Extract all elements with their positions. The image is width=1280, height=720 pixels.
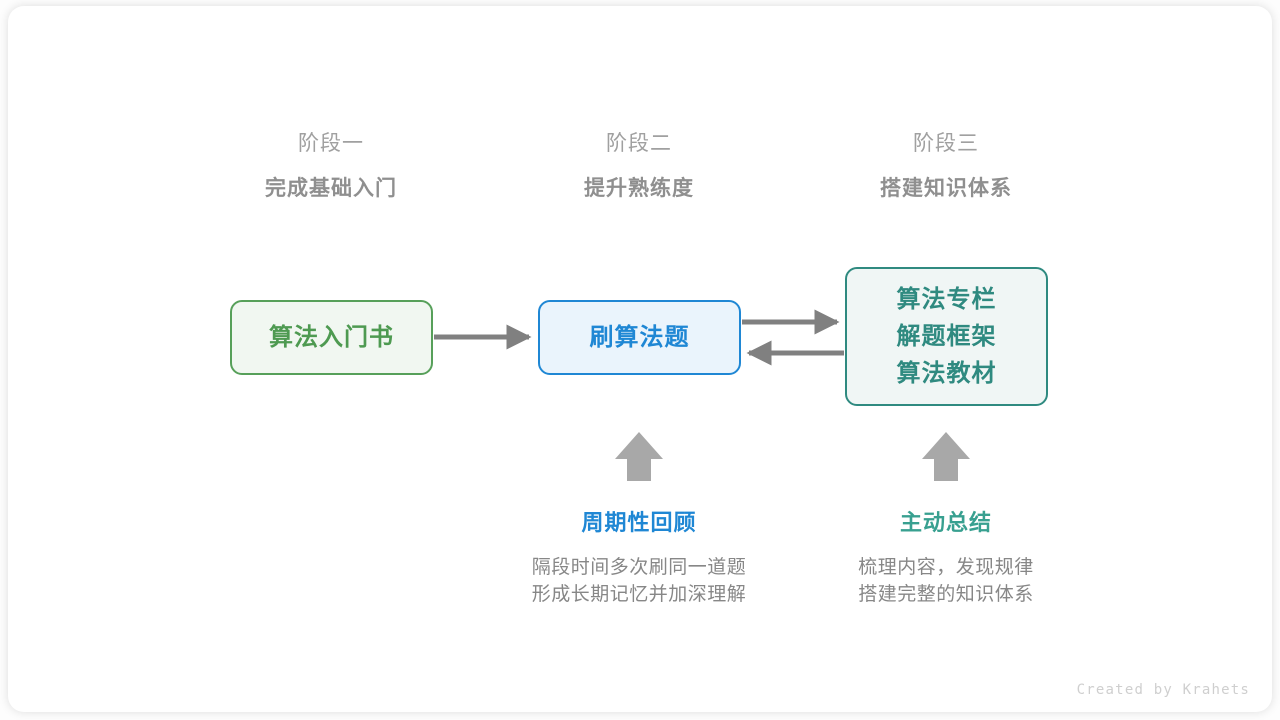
node-label: 刷算法题 [589, 323, 690, 351]
stage-index-3: 阶段三 [913, 132, 979, 155]
stage-title-1: 完成基础入门 [265, 177, 397, 200]
stage-header-2: 阶段二 提升熟练度 [509, 130, 769, 203]
node-label: 算法入门书 [269, 323, 394, 351]
annotation-title: 周期性回顾 [581, 510, 697, 535]
annotation-description: 梳理内容，发现规律 搭建完整的知识体系 [796, 554, 1096, 608]
annotation-periodic-review: 周期性回顾 隔段时间多次刷同一道题 形成长期记忆并加深理解 [489, 508, 789, 608]
node-label-column: 算法专栏 [896, 286, 997, 313]
footer-credit: Created by Krahets [1076, 682, 1250, 698]
node-label-textbook: 算法教材 [896, 360, 997, 387]
stage-title-3: 搭建知识体系 [880, 177, 1012, 200]
annotation-desc-line-2: 搭建完整的知识体系 [858, 584, 1034, 605]
annotation-description: 隔段时间多次刷同一道题 形成长期记忆并加深理解 [489, 554, 789, 608]
annotation-active-summary: 主动总结 梳理内容，发现规律 搭建完整的知识体系 [796, 508, 1096, 608]
annotation-desc-line-2: 形成长期记忆并加深理解 [531, 584, 747, 605]
annotation-desc-line-1: 隔段时间多次刷同一道题 [531, 557, 747, 578]
node-practice-problems[interactable]: 刷算法题 [538, 300, 741, 375]
stage-header-1: 阶段一 完成基础入门 [201, 130, 461, 203]
stage-header-3: 阶段三 搭建知识体系 [816, 130, 1076, 203]
annotation-title: 主动总结 [899, 510, 992, 535]
stage-index-2: 阶段二 [606, 132, 672, 155]
node-algorithm-intro-book[interactable]: 算法入门书 [230, 300, 433, 375]
node-learning-resources[interactable]: 算法专栏 解题框架 算法教材 [845, 267, 1048, 406]
node-label-framework: 解题框架 [896, 323, 997, 350]
stage-index-1: 阶段一 [298, 132, 364, 155]
annotation-desc-line-1: 梳理内容，发现规律 [858, 557, 1034, 578]
stage-title-2: 提升熟练度 [584, 177, 694, 200]
